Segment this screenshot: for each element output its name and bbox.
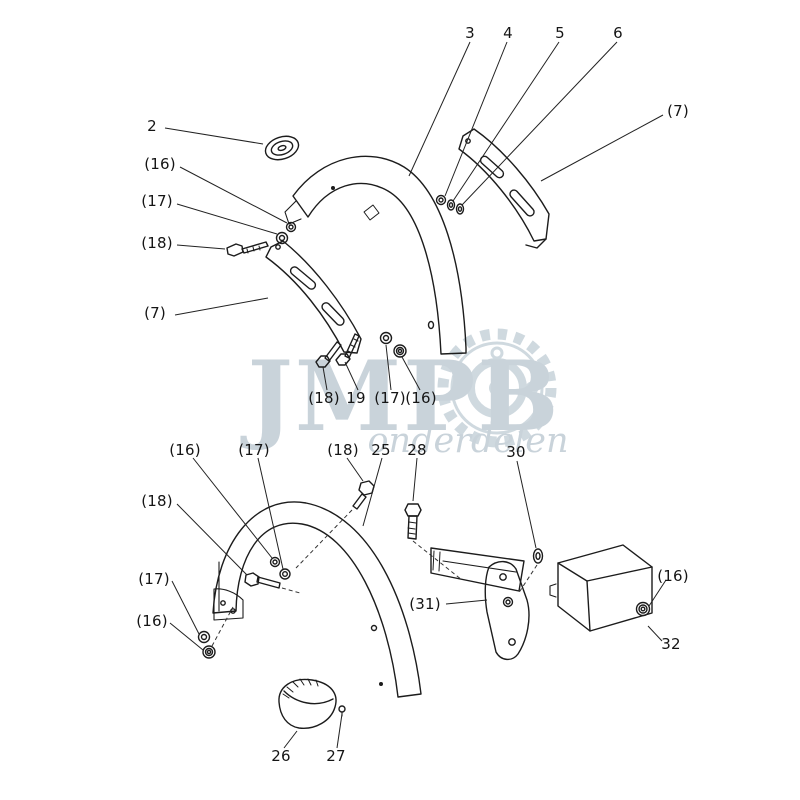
part-label-16-a: (16): [144, 155, 176, 173]
washer-17-upper: [275, 231, 289, 245]
part-label-16-b: (16): [405, 389, 437, 407]
bolt-18-upper: [226, 241, 269, 257]
hardware-4-5-6: [435, 194, 465, 215]
washer-16-rear-upper: [269, 556, 281, 568]
nut-16-lower: [393, 344, 407, 358]
screw-19: [335, 333, 360, 366]
part-label-32: 32: [661, 635, 681, 653]
frame-tube: [430, 547, 525, 592]
mudflap-part-26: [278, 678, 337, 729]
sprocket-icon: [437, 328, 557, 448]
part-label-18-b: (18): [308, 389, 340, 407]
part-label-16-d: (16): [136, 612, 168, 630]
part-label-17-d: (17): [138, 570, 170, 588]
part-label-17-c: (17): [238, 441, 270, 459]
bolt-18-rear-left: [244, 572, 281, 589]
part-label-30: 30: [506, 443, 526, 461]
nut-16-rear-lower: [202, 645, 216, 659]
washer-16-upper: [285, 221, 297, 233]
bolt-28: [404, 503, 422, 540]
part-label-18-c: (18): [327, 441, 359, 459]
part-label-25: 25: [371, 441, 391, 459]
part-label-17-b: (17): [374, 389, 406, 407]
part-label-17-a: (17): [141, 192, 173, 210]
part-label-7-b: (7): [144, 304, 166, 322]
part-label-16-e: (16): [657, 567, 689, 585]
front-stay-left-part-7: [265, 240, 362, 354]
bolt-18-rear-top: [352, 480, 375, 510]
washer-17-rear-upper: [279, 568, 291, 580]
watermark: JMPB onderdelen: [239, 328, 569, 461]
washer-30: [532, 548, 544, 564]
washer-17-lower: [379, 331, 393, 345]
part-label-26: 26: [271, 747, 291, 765]
part-label-18-d: (18): [141, 492, 173, 510]
front-mudguard-part-3: [284, 155, 467, 355]
rear-mudguard-part-25: [212, 501, 422, 698]
part-label-7-a: (7): [667, 102, 689, 120]
part-label-28: 28: [407, 441, 427, 459]
part-label-6: 6: [613, 24, 623, 42]
part-label-19: 19: [346, 389, 366, 407]
part-label-2: 2: [147, 117, 157, 135]
part-label-27: 27: [326, 747, 346, 765]
watermark-brand: JMPB: [239, 340, 560, 453]
part-label-31: (31): [409, 595, 441, 613]
nut-16-right: [635, 601, 651, 617]
part-label-16-c: (16): [169, 441, 201, 459]
front-stay-right-part-7: [458, 128, 550, 249]
washer-17-rear-lower: [197, 630, 211, 644]
box-part-32: [549, 544, 653, 632]
part-label-3: 3: [465, 24, 475, 42]
assembly-dashed-lines: [211, 509, 538, 647]
part-label-5: 5: [555, 24, 565, 42]
bolt-18-lower: [315, 341, 342, 368]
leader-lines: [164, 41, 667, 749]
emblem-part-2: [264, 135, 300, 161]
watermark-subtitle: onderdelen: [367, 421, 568, 461]
bracket-part-31: [484, 560, 530, 661]
part-label-18-a: (18): [141, 234, 173, 252]
part-label-4: 4: [503, 24, 513, 42]
